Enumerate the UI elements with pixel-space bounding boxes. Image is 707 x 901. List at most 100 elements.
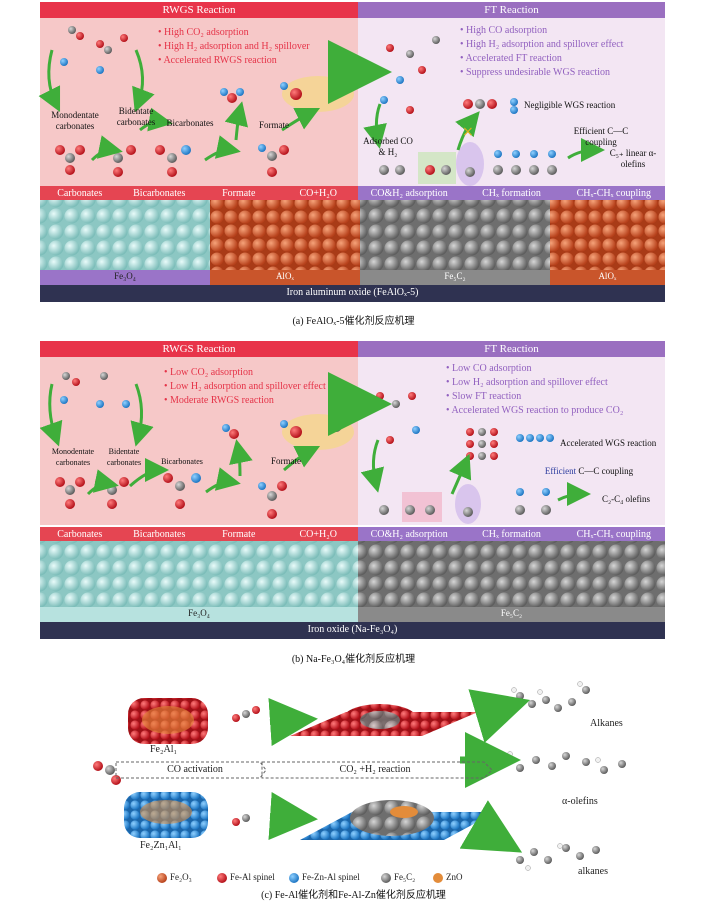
a-phase-alox (210, 270, 360, 285)
a-rwgs-bullet: High CO₂ adsorption (158, 26, 310, 40)
c-illustration (93, 681, 626, 871)
b-ft-bullets: Low CO adsorption Low H₂ adsorption and … (446, 362, 623, 418)
a-flow-step: Bicarbonates (133, 187, 186, 199)
b-flow-rwgs: Carbonates Bicarbonates Formate CO+H₂O (40, 527, 358, 541)
b-fe5c2-particles (358, 541, 665, 607)
b-label-monodentate: Monodentate carbonates (51, 447, 95, 467)
b-phase-fe5c2 (358, 607, 665, 622)
b-rwgs-header (40, 341, 358, 357)
b-label-formate: Formate (271, 456, 301, 466)
a-caption: (a) FeAlOₓ-5催化剂反应机理 (292, 316, 415, 327)
b-label-bidentate: Bidentate carbonates (106, 447, 142, 467)
c-legend-swatches (157, 873, 443, 883)
b-label-coupling: C—C coupling (578, 466, 634, 476)
b-flow-step: CO+H₂O (299, 528, 337, 540)
a-rwgs-bullet: High H₂ adsorption and H₂ spillover (158, 40, 310, 54)
b-fe3o4-particles (40, 541, 358, 607)
a-flow-step: CO+H₂O (299, 187, 337, 199)
c-product-label: α-olefins (562, 796, 598, 807)
a-phase-alox-2 (550, 270, 665, 285)
a-rwgs-bullet: Accelerated RWGS reaction (158, 54, 310, 68)
a-phase-fe3o4 (40, 270, 210, 285)
b-label-efficient-word: Efficient (544, 466, 577, 476)
a-phase-fe5c2 (360, 270, 550, 285)
a-phase-label: Fe₃O₄ (114, 271, 136, 281)
b-rwgs-title: RWGS Reaction (162, 343, 236, 355)
b-rwgs-bullet: Moderate RWGS reaction (164, 394, 326, 408)
a-alox-particles (210, 200, 360, 270)
c-product-label: Alkanes (590, 718, 623, 729)
a-support-label: Iron aluminum oxide (FeAlOₓ-5) (286, 287, 419, 298)
a-flow-step: CHₓ formation (482, 187, 541, 199)
a-block-mark: × (462, 124, 474, 140)
a-support-bar (40, 285, 665, 302)
c-legend-label: Fe-Al spinel (230, 872, 275, 882)
b-phase-label: Fe₃O₄ (188, 608, 210, 618)
a-label-adsorbed: Adsorbed CO & H₂ (363, 136, 413, 157)
a-flow-rwgs: Carbonates Bicarbonates Formate CO+H₂O (40, 186, 358, 200)
a-ft-bullet: High CO adsorption (460, 24, 623, 38)
b-rwgs-bullet: Low CO₂ adsorption (164, 366, 326, 380)
a-label-monodentate: Monodentate carbonates (51, 110, 99, 131)
c-product-label: alkanes (578, 866, 608, 877)
c-label-cat-bottom: Fe₂Zn₁Al₁ (140, 840, 182, 851)
a-phase-label: AlOₓ (598, 271, 617, 281)
c-label-co-activation: CO activation (167, 764, 223, 775)
a-ft-bullet: Suppress undesirable WGS reaction (460, 66, 623, 80)
c-legend-label: ZnO (446, 872, 463, 882)
b-flow-step: Formate (222, 528, 256, 540)
a-phase-label: AlOₓ (275, 271, 295, 281)
b-ft-bullet: Low H₂ adsorption and spillover effect (446, 376, 623, 390)
c-label-reaction: CO₂ +H₂ reaction (339, 764, 411, 775)
a-flow-ft: CO&H₂ adsorption CHₓ formation CHₓ-CHₓ c… (358, 186, 665, 200)
c-label-cat-top: Fe₂Al₁ (150, 744, 177, 755)
c-caption: (c) Fe-Al催化剂和Fe-Al-Zn催化剂反应机理 (261, 890, 446, 901)
b-support-label: Iron oxide (Na-Fe₃O₄) (307, 624, 398, 635)
a-ft-bullets: High CO adsorption High H₂ adsorption an… (460, 24, 623, 80)
b-label-bicarbonates: Bicarbonates (161, 457, 203, 466)
a-rwgs-bullets: High CO₂ adsorption High H₂ adsorption a… (158, 26, 310, 68)
a-label-efficient: Efficient C—C coupling (573, 126, 629, 147)
a-flow-step: CHₓ-CHₓ coupling (576, 187, 652, 199)
a-phase-label: Fe₅C₂ (444, 271, 466, 281)
a-ft-header (358, 2, 665, 18)
b-flow-step: CO&H₂ adsorption (370, 528, 448, 540)
b-flow-step: CHₓ-CHₓ coupling (576, 528, 652, 540)
b-rwgs-bullet: Low H₂ adsorption and spillover effect (164, 380, 326, 394)
b-molecule-icons (55, 372, 554, 524)
b-label-olefins: C₂-C₄ olefins (601, 494, 651, 504)
b-ft-bullet: Accelerated WGS reaction to produce CO₂ (446, 404, 623, 418)
a-flow-step: Formate (222, 187, 256, 199)
a-label-formate: Formate (259, 120, 289, 130)
a-flow-step: Carbonates (57, 187, 103, 199)
c-legend-label: Fe₅C₂ (394, 872, 416, 882)
b-support-bar (40, 622, 665, 639)
b-label-efficient: Efficient C—C coupling (544, 466, 634, 477)
a-label-olefins: C₅₊ linear α-olefins (609, 148, 657, 169)
a-reaction-arrows (38, 49, 605, 163)
c-legend-label: Fe-Zn-Al spinel (302, 872, 360, 882)
b-rwgs-bullets: Low CO₂ adsorption Low H₂ adsorption and… (164, 366, 326, 408)
a-fe5c2-particles (360, 200, 550, 270)
b-label-accelerated-wgs: Accelerated WGS reaction (560, 438, 657, 448)
b-phase-label: Fe₅C₂ (500, 608, 523, 618)
b-reaction-arrows (39, 383, 591, 507)
b-flow-step: CHₓ formation (482, 528, 541, 540)
b-flow-ft: CO&H₂ adsorption CHₓ formation CHₓ-CHₓ c… (358, 527, 665, 541)
b-phase-fe3o4 (40, 607, 358, 622)
b-ft-header (358, 341, 665, 357)
b-flow-step: Bicarbonates (133, 528, 186, 540)
a-alox-particles-2 (550, 200, 665, 270)
a-flow-step: CO&H₂ adsorption (370, 187, 448, 199)
c-legend-label: Fe₂O₃ (170, 872, 192, 882)
a-ft-bullet: Accelerated FT reaction (460, 52, 623, 66)
b-ft-title: FT Reaction (484, 343, 539, 355)
b-caption: (b) Na-Fe₃O₄催化剂反应机理 (291, 654, 416, 665)
a-fe3o4-particles (40, 200, 210, 270)
a-ft-bullet: High H₂ adsorption and spillover effect (460, 38, 623, 52)
a-rwgs-header (40, 2, 358, 18)
a-rwgs-title: RWGS Reaction (162, 4, 236, 16)
b-flow-step: Carbonates (57, 528, 103, 540)
a-ft-title: FT Reaction (484, 4, 539, 16)
a-label-bidentate: Bidentate carbonates (116, 106, 156, 127)
